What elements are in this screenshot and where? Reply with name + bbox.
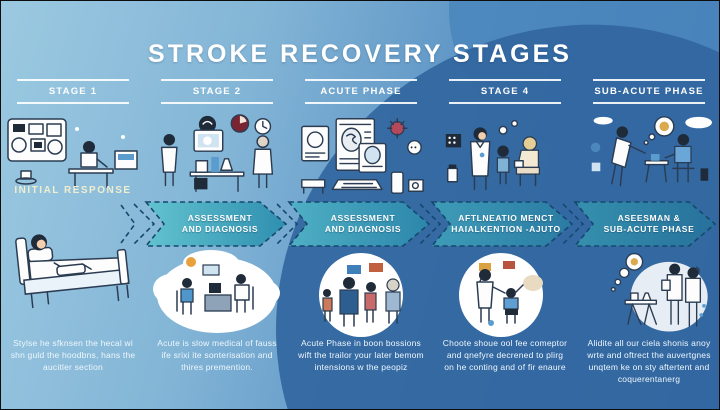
patient-in-hospital-bed-illustration (15, 234, 130, 309)
arrow-assessment-diagnosis-2: ASSESSMENT AND DIAGNOSIS (275, 199, 435, 249)
stage-4-header: STAGE 4 (449, 79, 561, 104)
column-acute-phase: ACUTE PHASE (289, 1, 433, 409)
arrow-sub-acute-phase: ASEESMAN & SUB-ACUTE PHASE (561, 199, 719, 249)
acute-phase-header: ACUTE PHASE (305, 79, 417, 104)
consultation-at-table-illustration (153, 250, 280, 333)
initial-response-caption: INITIAL RESPONSE (14, 185, 132, 196)
arrow-intervention: AFTLNEATIO MENCT HAIALKENTION -AJUTO (418, 199, 578, 249)
stage-2-description: Acute is slow medical of fauss ife srixi… (157, 338, 277, 372)
brain-scan-documents-illustration (301, 118, 424, 194)
column-stage-1: STAGE 1 INITIAL RESPONSE (1, 1, 145, 409)
page-title: STROKE RECOVERY STAGES (148, 39, 572, 68)
monitoring-panel-and-operator-illustration (7, 118, 138, 188)
stage-4-description: Choote shoue ool fee comeptor and qnefyr… (442, 338, 568, 372)
clinicians-discussion-illustration (610, 252, 708, 332)
arrow-label: AFTLNEATIO MENCT HAIALKENTION -AJUTO (451, 212, 561, 234)
group-of-people-circle-illustration (319, 253, 403, 337)
column-stage-4: STAGE 4 (433, 1, 577, 409)
therapy-session-illustration (590, 116, 712, 187)
stage-1-description: Stylse he sfknsen the hecal wi shn guld … (10, 338, 136, 372)
column-stage-2: STAGE 2 (145, 1, 289, 409)
sub-acute-phase-description: Alidite all our ciela shonis anoy wrte a… (587, 338, 711, 384)
stage-2-header: STAGE 2 (161, 79, 273, 104)
arrow-label: ASEESMAN & SUB-ACUTE PHASE (603, 212, 695, 234)
arrow-label: ASSESSMENT AND DIAGNOSIS (181, 212, 259, 234)
sub-acute-phase-header: SUB-ACUTE PHASE (593, 79, 705, 104)
column-sub-acute-phase: SUB-ACUTE PHASE (577, 1, 719, 409)
stage-1-header: STAGE 1 (17, 79, 129, 104)
therapist-with-child-circle-illustration (459, 253, 543, 337)
arrow-label: ASSESSMENT AND DIAGNOSIS (324, 212, 402, 234)
acute-phase-description: Acute Phase in boon bossions wift the tr… (298, 338, 424, 372)
two-doctors-lab-desk-illustration (160, 114, 274, 192)
arrow-assessment-diagnosis-1: ASSESSMENT AND DIAGNOSIS (132, 199, 292, 249)
doctor-with-family-illustration (445, 119, 540, 191)
